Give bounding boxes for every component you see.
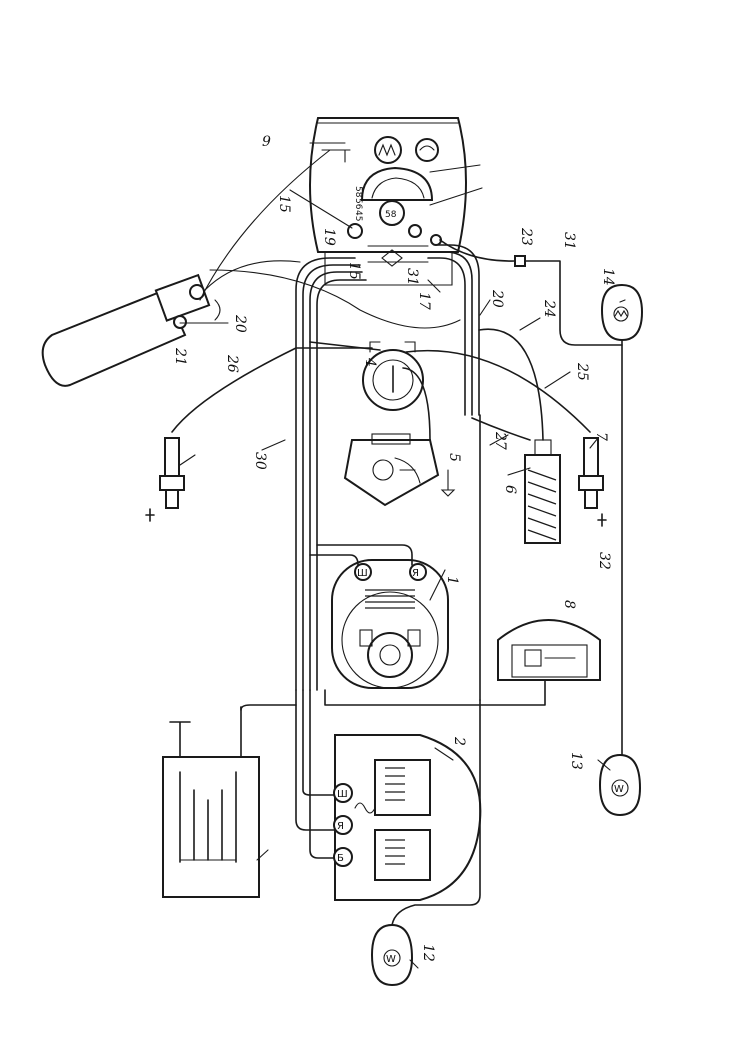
switch-mark-56: 56 (353, 198, 363, 210)
label-20-left: 20 (232, 314, 248, 333)
regulator-terminal-ya: Я (337, 821, 344, 832)
label-25: 25 (574, 362, 590, 381)
battery-icon (162, 706, 260, 898)
connector-23-icon (514, 255, 526, 267)
label-4: 4 (362, 357, 378, 367)
label-1: 1 (444, 576, 460, 585)
label-17: 17 (416, 292, 432, 310)
label-2: 2 (451, 736, 467, 746)
handlebar-grip-icon (41, 288, 187, 387)
label-5: 5 (446, 453, 462, 462)
label-24: 24 (541, 299, 557, 318)
label-23: 23 (518, 227, 534, 246)
horn-icon (497, 619, 601, 681)
callout-leaders (179, 142, 626, 969)
ignition-coil-icon (524, 439, 561, 544)
label-15-bottom: 15 (346, 262, 362, 280)
stop-lamp-13-icon: W (598, 753, 642, 817)
label-12: 12 (420, 944, 436, 962)
label-30: 30 (252, 452, 268, 470)
lamp-13-symbol: W (614, 784, 624, 795)
switch-mark-58-side: 58 (353, 186, 363, 198)
label-31-wire: 31 (561, 232, 577, 250)
voltage-regulator-icon: Ш Я Б (333, 734, 482, 901)
switch-mark-58: 58 (385, 210, 397, 220)
wiring-harness (171, 149, 623, 926)
label-9: 9 (262, 134, 271, 150)
tail-lamp-12-icon: W (370, 923, 414, 987)
generator-icon: Ш Я (331, 559, 449, 689)
generator-terminal-sh: Ш (357, 568, 368, 579)
regulator-terminal-b: Б (337, 853, 344, 864)
label-15-top: 15 (276, 195, 292, 213)
callout-labels: 9 15 19 15 31 17 23 31 14 20 24 25 20 21… (172, 134, 616, 962)
label-7: 7 (593, 432, 609, 441)
label-19: 19 (321, 228, 337, 246)
light-switch-icon (154, 273, 221, 329)
label-26: 26 (224, 354, 240, 373)
lamp-12-symbol: W (386, 954, 396, 965)
label-20-right: 20 (489, 289, 505, 308)
label-31: 31 (404, 268, 420, 286)
ignition-switch-icon: 58 58 56 45 (347, 166, 442, 267)
label-27: 27 (492, 431, 508, 450)
label-32: 32 (596, 552, 612, 570)
label-8: 8 (561, 600, 577, 609)
regulator-terminal-sh: Ш (337, 789, 348, 800)
label-14: 14 (600, 268, 616, 286)
generator-terminal-ya: Я (412, 568, 419, 579)
parking-lamp-14-icon (600, 283, 644, 342)
distributor-icon (362, 341, 424, 411)
switch-mark-45: 45 (353, 210, 363, 221)
label-13: 13 (568, 752, 584, 770)
contact-breaker-icon (343, 433, 440, 507)
spark-plug-right-icon (578, 437, 607, 527)
headlamp-bulb-icon (374, 136, 439, 164)
label-21: 21 (172, 347, 188, 366)
spark-plug-left-icon (145, 437, 185, 522)
label-6: 6 (502, 485, 518, 494)
